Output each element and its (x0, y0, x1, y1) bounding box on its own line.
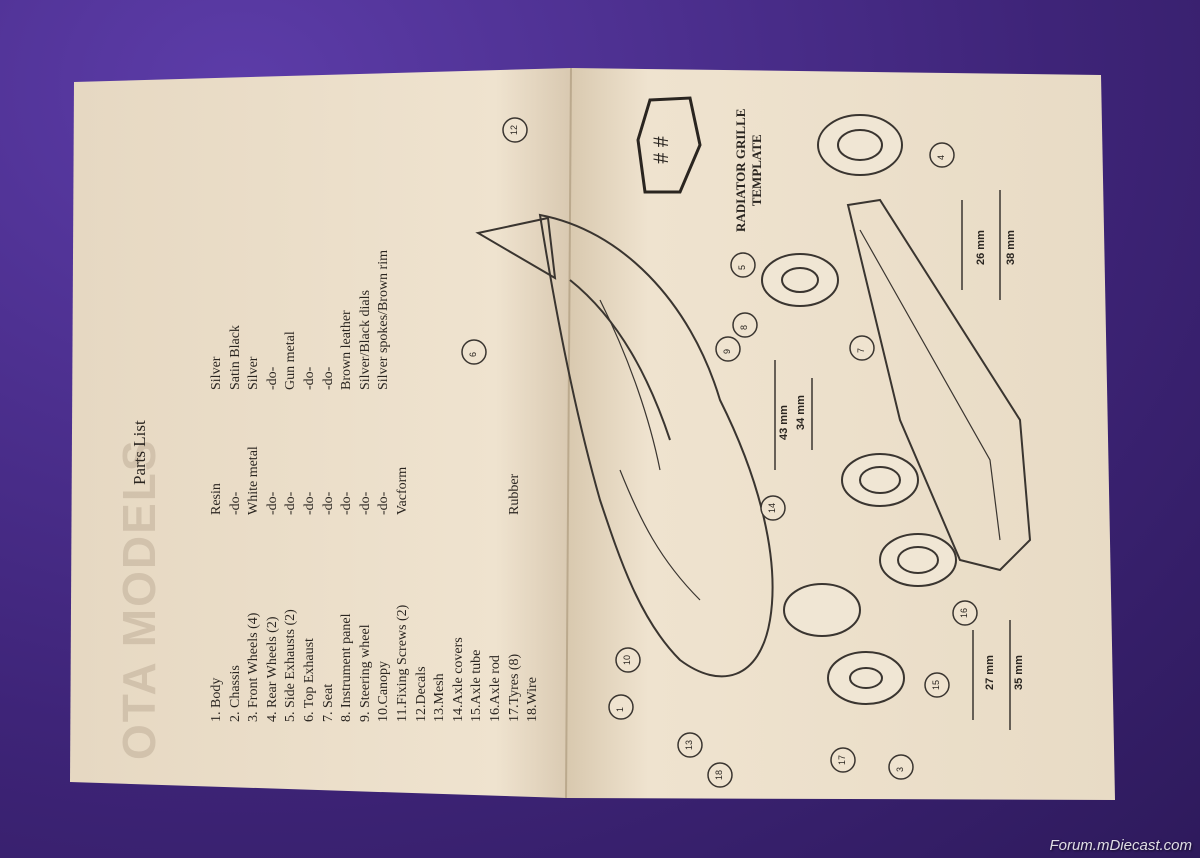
dimension-34mm: 34 mm (795, 395, 807, 430)
part-material-10: -do- (376, 491, 392, 515)
part-finish-9: Silver/Black dials (357, 290, 373, 390)
part-label-3: 3. Front Wheels (4) (246, 612, 262, 722)
part-material-5: -do- (283, 491, 299, 515)
part-material-9: -do- (357, 491, 373, 515)
dimension-27mm: 27 mm (984, 655, 996, 690)
part-finish-7: -do- (320, 366, 336, 390)
part-label-9: 9. Steering wheel (357, 624, 373, 722)
part-label-6: 6. Top Exhaust (301, 638, 317, 722)
callout-6: 6 (468, 351, 478, 357)
part-label-12: 12.Decals (413, 666, 429, 722)
callout-8: 8 (739, 324, 749, 330)
part-label-7: 7. Seat (320, 683, 336, 722)
callout-16: 16 (959, 607, 969, 618)
part-material-17: Rubber (506, 473, 522, 515)
part-material-8: -do- (339, 491, 355, 515)
callout-17: 17 (837, 754, 847, 765)
parts-materials: Resin-do-White metal-do--do--do--do--do-… (208, 446, 543, 515)
part-finish-17 (506, 250, 525, 390)
part-finish-3: Silver (246, 356, 262, 390)
part-label-14: 14.Axle covers (450, 637, 466, 722)
part-label-8: 8. Instrument panel (339, 613, 355, 722)
callout-10: 10 (622, 654, 632, 665)
dimension-35mm: 35 mm (1013, 655, 1025, 690)
part-material-3: White metal (246, 446, 262, 515)
part-label-4: 4. Rear Wheels (2) (264, 616, 280, 722)
part-material-14 (450, 446, 469, 515)
callout-15: 15 (931, 679, 941, 690)
part-material-1: Resin (209, 483, 224, 515)
part-material-13 (431, 446, 450, 515)
callout-12: 12 (509, 124, 519, 135)
part-label-5: 5. Side Exhausts (2) (283, 609, 299, 722)
paper-left-half (70, 68, 571, 798)
canopy-drawing (475, 216, 557, 280)
part-label-16: 16.Axle rod (487, 655, 503, 722)
parts-list-title: Parts List (130, 420, 149, 485)
part-label-10: 10.Canopy (376, 660, 392, 722)
paper-right-half (566, 68, 1115, 800)
part-label-13: 13.Mesh (432, 673, 448, 722)
part-finish-12 (413, 250, 432, 390)
dimension-lines (774, 190, 1011, 730)
part-finish-16 (487, 250, 506, 390)
part-finish-8: Brown leather (339, 310, 355, 390)
callout-1: 1 (615, 706, 625, 712)
part-finish-11 (394, 250, 413, 390)
part-material-15 (468, 446, 487, 515)
part-material-12 (413, 446, 432, 515)
callout-3: 3 (895, 766, 905, 772)
fold-line (565, 67, 572, 799)
ghost-brand-text: OTA MODELS (113, 438, 165, 760)
callout-13: 13 (684, 739, 694, 750)
part-finish-5: Gun metal (283, 331, 299, 390)
part-finish-14 (450, 250, 469, 390)
part-label-18: 18.Wire (525, 677, 541, 722)
part-label-1: 1. Body (209, 677, 224, 722)
part-finish-15 (468, 250, 487, 390)
part-label-2: 2. Chassis (227, 665, 243, 722)
part-finish-13 (431, 250, 450, 390)
callout-18: 18 (714, 769, 724, 780)
dimension-38mm: 38 mm (1005, 230, 1017, 265)
callout-4: 4 (936, 154, 946, 160)
forum-watermark: Forum.mDiecast.com (1049, 837, 1192, 854)
part-material-18 (524, 446, 543, 515)
part-finish-1: Silver (209, 356, 224, 390)
svg-text:# #: # # (648, 136, 673, 164)
part-material-16 (487, 446, 506, 515)
callout-7: 7 (856, 347, 866, 353)
body-drawing (538, 213, 774, 678)
part-material-7: -do- (320, 491, 336, 515)
part-material-6: -do- (301, 491, 317, 515)
part-label-17: 17.Tyres (8) (506, 653, 522, 722)
callout-14: 14 (767, 502, 777, 513)
part-label-11: 11.Fixing Screws (2) (394, 604, 410, 722)
callout-5: 5 (737, 264, 747, 270)
dimension-43mm: 43 mm (778, 405, 790, 440)
dimension-26mm: 26 mm (975, 230, 987, 265)
part-material-4: -do- (264, 491, 280, 515)
radiator-grille-template-label: RADIATOR GRILLE TEMPLATE (733, 108, 764, 232)
part-finish-18 (524, 250, 543, 390)
callout-9: 9 (722, 348, 732, 354)
callout-circles (461, 117, 978, 788)
part-finish-2: Satin Black (227, 325, 243, 390)
grille-template: # # (636, 96, 702, 194)
part-finish-6: -do- (301, 366, 317, 390)
chassis-drawing (846, 198, 1032, 572)
wheel-drawings (761, 114, 957, 705)
part-material-2: -do- (227, 491, 243, 515)
part-finish-10: Silver spokes/Brown rim (376, 250, 392, 390)
part-label-15: 15.Axle tube (469, 649, 485, 722)
part-finish-4: -do- (264, 366, 280, 390)
part-material-11: Vacform (394, 466, 410, 515)
